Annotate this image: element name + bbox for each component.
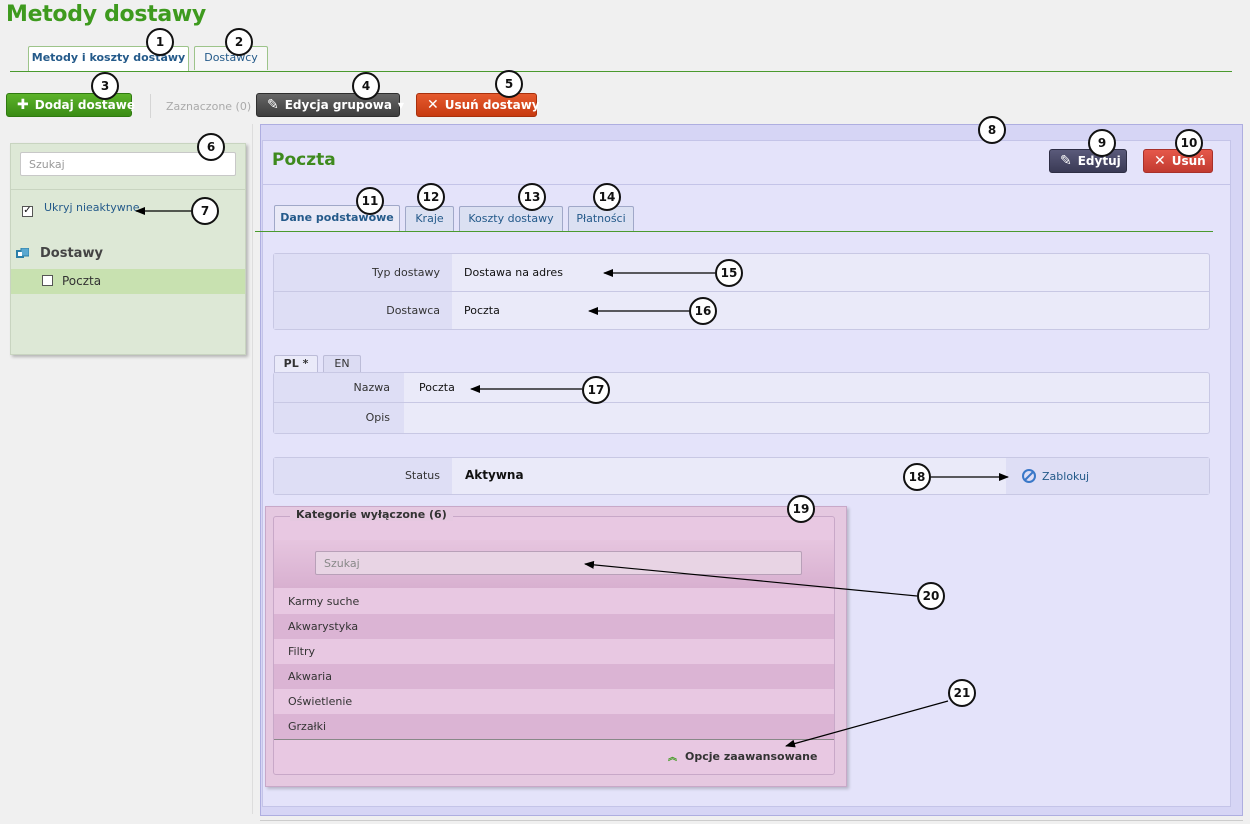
callout-8: 8 <box>978 116 1006 144</box>
delivery-type-label: Typ dostawy <box>372 266 440 279</box>
name-value: Poczta <box>419 381 455 394</box>
category-footer-divider <box>274 739 834 740</box>
callout-13: 13 <box>518 183 546 211</box>
tree-item-checkbox[interactable] <box>42 275 53 289</box>
tabs-underline <box>10 71 1232 72</box>
tree-folder-icon <box>16 247 30 259</box>
callout-19: 19 <box>787 495 815 523</box>
translation-fields-box <box>273 372 1210 434</box>
callout-7: 7 <box>191 197 219 225</box>
callout-12: 12 <box>417 183 445 211</box>
supplier-value: Poczta <box>464 304 500 317</box>
selected-count: Zaznaczone (0) <box>166 100 252 113</box>
detail-title: Poczta <box>272 150 336 170</box>
callout-2: 2 <box>225 28 253 56</box>
callout-9: 9 <box>1088 129 1116 157</box>
callout-3: 3 <box>91 72 119 100</box>
hide-inactive-label[interactable]: Ukryj nieaktywne <box>44 201 140 214</box>
pencil-icon: ✎ <box>1060 153 1072 169</box>
status-value: Aktywna <box>465 468 524 482</box>
callout-1: 1 <box>146 28 174 56</box>
category-item[interactable]: Filtry <box>274 639 834 664</box>
callout-14: 14 <box>593 183 621 211</box>
edit-button[interactable]: ✎ Edytuj <box>1049 149 1127 173</box>
tree-header <box>11 238 245 269</box>
label-column <box>274 373 404 433</box>
add-delivery-label: Dodaj dostawę <box>34 98 135 112</box>
tree-title: Dostawy <box>40 246 103 261</box>
row-divider <box>274 402 1209 403</box>
tree-item-label[interactable]: Poczta <box>62 274 102 288</box>
row-divider <box>274 291 1209 292</box>
callout-5: 5 <box>495 70 523 98</box>
block-icon <box>1022 469 1036 483</box>
tab-delivery-costs[interactable]: Koszty dostawy <box>459 206 563 232</box>
category-item[interactable]: Oświetlenie <box>274 689 834 714</box>
advanced-options-link[interactable]: ︽ Opcje zaawansowane <box>668 750 817 763</box>
callout-4: 4 <box>352 72 380 100</box>
toolbar-separator <box>150 94 151 118</box>
block-link[interactable]: Zablokuj <box>1022 469 1089 483</box>
callout-20: 20 <box>917 582 945 610</box>
label-column <box>274 458 452 494</box>
category-search-input[interactable]: Szukaj <box>315 551 802 575</box>
tab-basic-data[interactable]: Dane podstawowe <box>274 205 400 232</box>
block-label: Zablokuj <box>1042 469 1090 483</box>
close-icon: ✕ <box>427 97 439 113</box>
delete-label: Usuń <box>1171 154 1206 168</box>
bottom-border <box>260 820 1243 821</box>
plus-icon: ✚ <box>17 97 29 113</box>
page-title: Metody dostawy <box>6 2 206 27</box>
status-label: Status <box>404 469 440 482</box>
lang-tab-pl[interactable]: PL * <box>274 355 318 373</box>
pencil-icon: ✎ <box>267 97 279 113</box>
callout-16: 16 <box>689 297 717 325</box>
delete-deliveries-label: Usuń dostawy <box>444 98 540 112</box>
delivery-type-value: Dostawa na adres <box>464 266 563 279</box>
hide-inactive-checkbox[interactable]: ✓ <box>22 202 33 217</box>
edit-label: Edytuj <box>1077 154 1121 168</box>
column-divider <box>252 124 253 814</box>
callout-10: 10 <box>1175 129 1203 157</box>
category-item[interactable]: Akwaria <box>274 664 834 689</box>
name-label: Nazwa <box>353 381 390 394</box>
callout-6: 6 <box>197 133 225 161</box>
excluded-categories-legend: Kategorie wyłączone (6) <box>290 508 453 521</box>
group-edit-button[interactable]: ✎ Edycja grupowa ▼ <box>256 93 404 117</box>
category-item[interactable]: Grzałki <box>274 714 834 739</box>
group-edit-label: Edycja grupowa <box>284 98 392 112</box>
supplier-label: Dostawca <box>386 304 440 317</box>
callout-18: 18 <box>903 463 931 491</box>
checkbox-checked: ✓ <box>22 205 33 217</box>
description-label: Opis <box>365 411 390 424</box>
sidebar-divider <box>11 189 245 190</box>
lang-tab-en[interactable]: EN <box>323 355 361 373</box>
double-chevron-up-icon: ︽ <box>668 753 678 763</box>
advanced-options-label: Opcje zaawansowane <box>685 750 818 763</box>
category-item[interactable]: Akwarystyka <box>274 614 834 639</box>
category-item[interactable]: Karmy suche <box>274 589 834 614</box>
detail-header-divider <box>262 184 1231 185</box>
callout-11: 11 <box>356 187 384 215</box>
delete-deliveries-button[interactable]: ✕ Usuń dostawy <box>416 93 540 117</box>
inner-tabs-underline <box>255 231 1213 232</box>
delete-button[interactable]: ✕ Usuń <box>1143 149 1213 173</box>
status-action-cell <box>1006 458 1209 494</box>
callout-15: 15 <box>715 259 743 287</box>
caret-down-icon: ▼ <box>397 100 405 110</box>
callout-21: 21 <box>948 679 976 707</box>
callout-17: 17 <box>582 376 610 404</box>
close-icon: ✕ <box>1154 153 1166 169</box>
